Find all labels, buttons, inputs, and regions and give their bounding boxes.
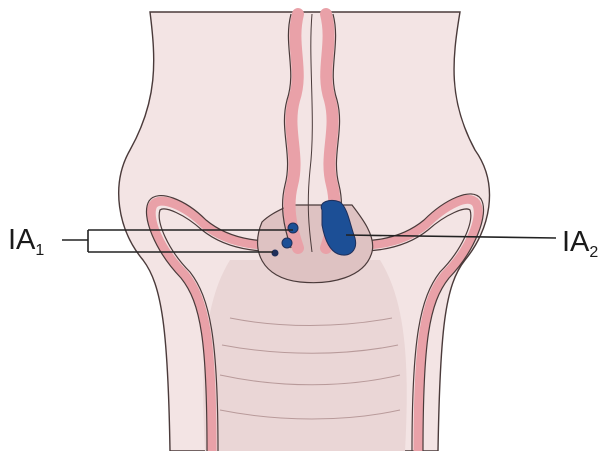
label-ia1-main: IA — [8, 224, 35, 256]
vaginal-canal — [203, 260, 406, 451]
label-ia1-sub: 1 — [35, 242, 44, 259]
label-ia2-sub: 2 — [589, 244, 598, 261]
lesion-ia1-dot-1 — [288, 223, 298, 233]
lesion-ia1-dot-3 — [272, 250, 279, 257]
label-ia1: IA1 — [8, 226, 44, 259]
lesion-ia1-dot-2 — [282, 238, 292, 248]
label-ia2: IA2 — [562, 228, 598, 261]
label-ia2-main: IA — [562, 226, 589, 258]
